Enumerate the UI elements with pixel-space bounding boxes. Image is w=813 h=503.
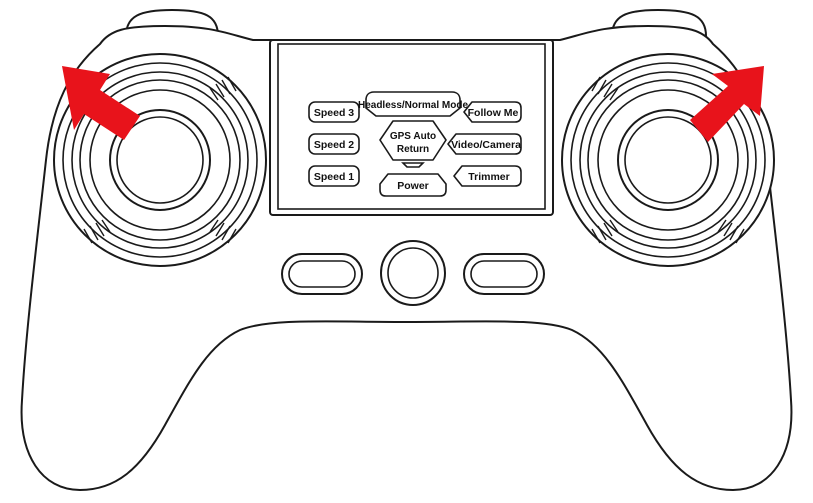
trimmer-label: Trimmer — [468, 171, 509, 183]
speed3-label: Speed 3 — [314, 107, 354, 119]
gps-auto-return-button[interactable]: GPS Auto Return — [379, 120, 447, 161]
follow-me-label: Follow Me — [468, 107, 519, 119]
arrow-up-left-icon — [62, 66, 140, 140]
power-button[interactable]: Power — [379, 173, 447, 197]
gps-chevron-indicator — [401, 162, 425, 168]
power-label: Power — [397, 180, 429, 192]
gps-auto-label-line2: Return — [397, 144, 429, 155]
arrow-up-right-icon — [690, 66, 764, 142]
speed2-label: Speed 2 — [314, 139, 354, 151]
right-pill-button[interactable] — [463, 253, 545, 295]
left-pill-button[interactable] — [281, 253, 363, 295]
headless-mode-label: Headless/Normal Mode — [358, 100, 468, 111]
follow-me-button[interactable]: Follow Me — [463, 101, 522, 123]
speed2-button[interactable]: Speed 2 — [308, 133, 360, 155]
trimmer-button[interactable]: Trimmer — [453, 165, 522, 187]
video-camera-button[interactable]: Video/Camera — [447, 133, 522, 155]
video-camera-label: Video/Camera — [451, 139, 521, 151]
speed1-label: Speed 1 — [314, 171, 354, 183]
speed3-button[interactable]: Speed 3 — [308, 101, 360, 123]
gps-auto-label-line1: GPS Auto — [390, 131, 436, 142]
center-round-button[interactable] — [380, 240, 446, 306]
screen-panel — [277, 43, 546, 210]
headless-mode-button[interactable]: Headless/Normal Mode — [358, 91, 468, 117]
speed1-button[interactable]: Speed 1 — [308, 165, 360, 187]
